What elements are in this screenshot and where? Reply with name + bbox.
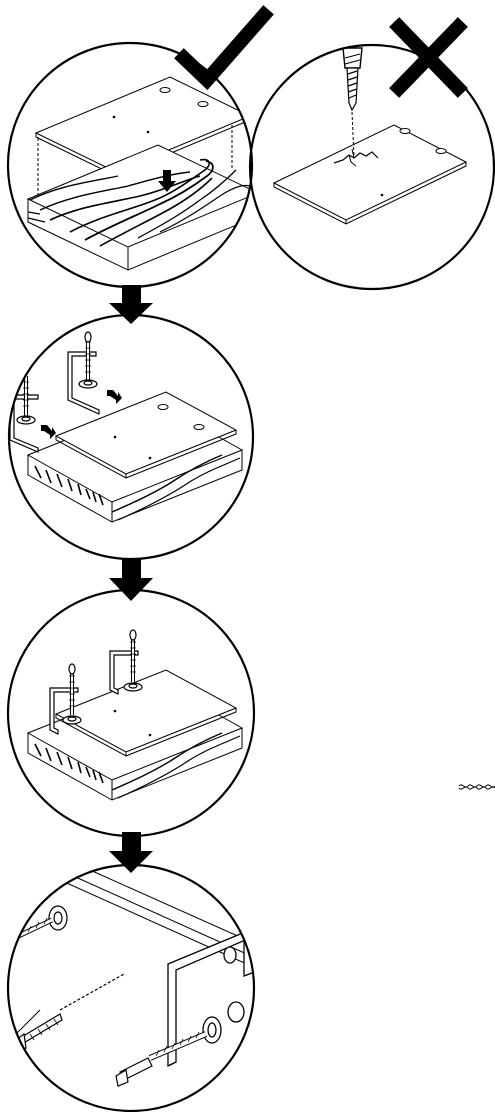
- drill-bit: [343, 48, 362, 157]
- step-3-panel: [8, 590, 254, 836]
- x-mark-icon: [399, 27, 458, 88]
- step-2-panel: [9, 315, 253, 559]
- clamp: [110, 630, 142, 694]
- clamp-screw: [10, 906, 67, 940]
- clamp: [68, 332, 99, 414]
- clamp: [10, 376, 38, 452]
- step-1-correct-panel: [8, 15, 264, 287]
- step-1-incorrect-panel: [250, 27, 494, 289]
- twisted-drill-bit-icon: [459, 785, 495, 789]
- backing-board: [28, 145, 258, 270]
- clamp-screw-handle: [116, 1032, 206, 1086]
- down-arrow-icon: [109, 559, 153, 601]
- workpiece-edges: [10, 870, 260, 1040]
- check-mark-icon: [184, 15, 264, 80]
- drill-bit: [10, 974, 124, 1054]
- step-4-panel: [8, 865, 260, 1111]
- workpiece-panel: [274, 125, 466, 224]
- down-arrow-icon: [109, 285, 153, 324]
